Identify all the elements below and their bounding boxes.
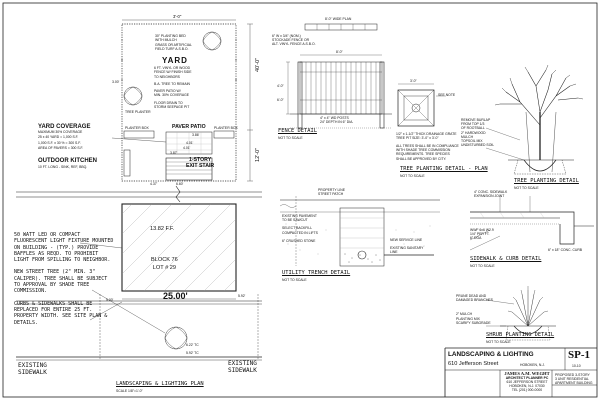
tree-plan-scale: NOT TO SCALE [400, 174, 425, 178]
title-block-lines [445, 348, 597, 397]
shrub-detail-scale: NOT TO SCALE [486, 340, 511, 344]
firm-name: JAMES A.M. WEGHT [504, 371, 550, 376]
dim-stair-d: 6.60' [176, 182, 184, 186]
paver-patio-label: PAVER PATIO [172, 124, 206, 130]
yard-coverage-block: YARD COVERAGE MAXIMUM 30% COVERAGE 25 x … [38, 124, 91, 150]
yard-boundary [121, 23, 237, 182]
plan-trees [123, 31, 222, 350]
dim-left-side: 3.00' [112, 80, 120, 84]
firm-sub: ARCHITECT PLANNER PC [505, 376, 549, 381]
dim-patio-w: 4.01' [186, 141, 194, 145]
dim-patio-h: 3.86' [192, 133, 200, 137]
site-plan-linework [16, 19, 262, 361]
outdoor-kitchen-title: OUTDOOR KITCHEN [38, 158, 97, 164]
dim-tc2: 5.92' TC [186, 351, 199, 355]
dim-stair-b: 4.01' [183, 146, 191, 150]
shrub-detail-title: SHRUB PLANTING DETAIL [486, 332, 555, 338]
plan-notes: 50 WATT LED OR COMPACT FLUORESCENT LIGHT… [14, 232, 114, 332]
dim-stair-a: 3.87' [170, 151, 178, 155]
project-title: LANDSCAPING & LIGHTING [448, 351, 534, 358]
tree-plan-dim: 3'-0" [410, 79, 417, 83]
curb-detail-scale: NOT TO SCALE [470, 264, 495, 268]
dim-tc1: 6.22' TC [186, 343, 199, 347]
tree-plan-title: TREE PLANTING DETAIL - PLAN [400, 166, 488, 172]
dim-right-lower: 12'-0" [255, 147, 261, 162]
tree-detail-linework [485, 64, 584, 175]
building-footprint [121, 203, 237, 292]
dim-front-left: 5.00' [106, 298, 114, 302]
curb-label-curb: 6" x 18" CONC. CURB [548, 248, 583, 252]
sheet-of: 10-10 [572, 364, 581, 368]
dim-stair-c: 4.37' [150, 182, 158, 186]
dim-front-right: 5.92' [238, 294, 246, 298]
shrub-detail-linework [485, 286, 556, 341]
fence-plan-label: 8'-0" WIDE PLAN [325, 17, 352, 21]
tree-remain-note: B.A. TREE TO REMAIN [154, 82, 190, 86]
tree-detail-scale: NOT TO SCALE [514, 186, 539, 190]
outdoor-kitchen-block: OUTDOOR KITCHEN 10 FT. LONG - SINK, REF,… [38, 158, 97, 169]
curb-detail-linework [469, 196, 594, 251]
note-lighting: 50 WATT LED OR COMPACT FLUORESCENT LIGHT… [14, 232, 114, 264]
dim-top: 3'-0" [173, 14, 182, 19]
fence-side-dim-b: 6'-0" [277, 98, 284, 102]
planter-box-right: PLANTER BOX [214, 126, 238, 130]
firm-block: JAMES A.M. WEGHT ARCHITECT PLANNER PC 61… [504, 371, 550, 393]
fence-detail-scale: NOT TO SCALE [278, 136, 303, 140]
tree-plan-see-note: SEE NOTE [438, 93, 456, 97]
scope-block: PROPOSED 3-STORY 3 UNIT RESIDENTIAL APAR… [555, 373, 593, 386]
trench-detail-scale: NOT TO SCALE [282, 278, 307, 282]
finished-floor: 13.82 F.F. [150, 226, 175, 232]
fence-detail-title: FENCE DETAIL [278, 128, 317, 134]
note-street-tree: NEW STREET TREE (2" MIN. 3" CALIPER). TR… [14, 269, 108, 295]
trench-detail-linework [279, 196, 440, 267]
project-address: 610 Jefferson Street [448, 361, 499, 367]
fence-top-dim: 8'-0" [336, 50, 343, 54]
trench-detail-title: UTILITY TRENCH DETAIL [282, 270, 351, 276]
sheet-number: SP-1 [568, 349, 590, 361]
note-curbs: CURBS & SIDEWALKS SHALL BE REPLACED FOR … [14, 300, 108, 326]
planter-box-left: PLANTER BOX [125, 126, 149, 130]
patio-notes: PAVER PATIO W/MIN. 30% COVERAGE [154, 89, 190, 98]
yard-coverage-title: YARD COVERAGE [38, 124, 91, 130]
fence-side-dim-a: 4'-0" [277, 84, 284, 88]
dim-right-upper: 40'-0" [255, 57, 261, 72]
plan-scale: SCALE 1/8"=1'-0" [116, 389, 143, 393]
project-city: HOBOKEN, N.J. [520, 363, 545, 367]
plan-title: LANDSCAPING & LIGHTING PLAN [116, 381, 204, 387]
fence-detail-linework [286, 23, 392, 129]
tree-plan-linework [397, 83, 446, 127]
tree-planter-label: TREE PLANTER [125, 110, 151, 114]
tree-detail-title: TREE PLANTING DETAIL [514, 178, 579, 184]
yard-label: YARD [162, 56, 188, 65]
curb-detail-title: SIDEWALK & CURB DETAIL [470, 256, 542, 262]
frontage-dim: 25.00' [163, 291, 188, 301]
